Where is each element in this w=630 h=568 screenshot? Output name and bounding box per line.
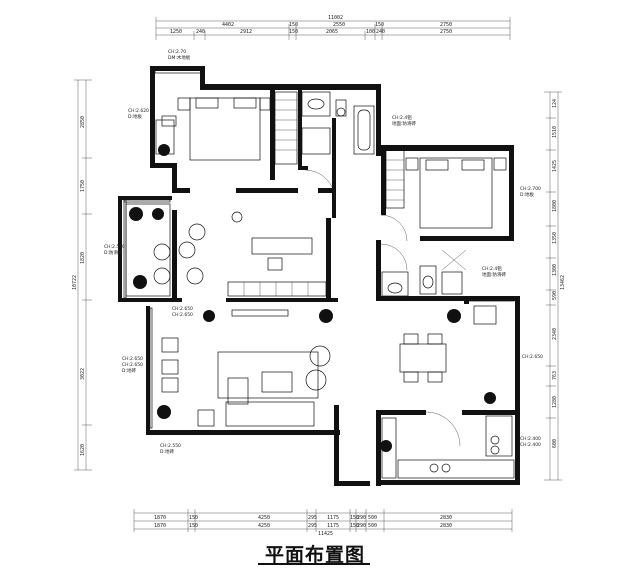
plant-icon bbox=[319, 309, 333, 323]
right-dimensions: 13462 124 1510 1425 1800 1350 1300 590 2… bbox=[544, 91, 566, 481]
dim-right-e: 1350 bbox=[552, 232, 558, 244]
note-living-1: CH:2.650 bbox=[122, 356, 143, 362]
dim-top-row2-h: 2750 bbox=[440, 29, 452, 35]
title-underline bbox=[258, 563, 370, 565]
note-dining-1: CH:2.650 bbox=[522, 354, 543, 360]
note-living-left-2: CH:2.650 bbox=[172, 312, 193, 318]
plant-icon bbox=[380, 440, 392, 452]
dim-bottom-row2-h: 500 bbox=[368, 523, 377, 529]
dim-left-total: 10722 bbox=[72, 275, 78, 290]
dim-right-a: 124 bbox=[552, 99, 558, 108]
dim-bottom-row1-i: 2830 bbox=[440, 515, 452, 521]
note-bedroom-a-1: CH:2.70 bbox=[168, 49, 186, 55]
dim-left-d: 3022 bbox=[80, 368, 86, 380]
plant-icon bbox=[129, 207, 143, 221]
dim-left-b: 1750 bbox=[80, 180, 86, 192]
note-kitchen-2: CH:2.400 bbox=[520, 442, 541, 448]
plant-icon bbox=[152, 208, 164, 220]
dim-bottom-row2-b: 150 bbox=[189, 523, 198, 529]
note-bath-a-1: CH:2.4铝 bbox=[392, 114, 412, 121]
dim-top-row2-a: 1250 bbox=[170, 29, 182, 35]
dim-top-row1-b: 150 bbox=[289, 22, 298, 28]
dim-right-f: 1300 bbox=[552, 264, 558, 276]
note-kitchen-1: CH:2.400 bbox=[520, 436, 541, 442]
note-living-left-1: CH:2.650 bbox=[172, 306, 193, 312]
dim-right-total: 13462 bbox=[560, 275, 566, 290]
dim-bottom-row2-d: 295 bbox=[308, 523, 317, 529]
dim-bottom-row2-e: 1175 bbox=[327, 523, 339, 529]
note-bath-b-2: 地面:防滑砖 bbox=[482, 271, 507, 278]
dim-left-c: 1820 bbox=[80, 252, 86, 264]
plants bbox=[129, 144, 496, 452]
top-dimensions: 11002 4402 150 2550 150 2750 1250 240 29… bbox=[155, 15, 511, 40]
dim-right-d: 1800 bbox=[552, 200, 558, 212]
note-bedroom-c-1: CH:2.700 bbox=[520, 186, 541, 192]
plant-icon bbox=[157, 405, 171, 419]
dim-bottom-row1-c: 4250 bbox=[258, 515, 270, 521]
dim-bottom-row1-h: 500 bbox=[368, 515, 377, 521]
dim-top-row1-c: 2550 bbox=[333, 22, 345, 28]
dim-right-j: 1280 bbox=[552, 396, 558, 408]
dim-right-k: 600 bbox=[552, 439, 558, 448]
left-dimensions: 10722 2850 1750 1820 3022 1620 bbox=[72, 79, 92, 471]
dim-top-row2-c: 2912 bbox=[240, 29, 252, 35]
dim-bottom-row2-i: 2830 bbox=[440, 523, 452, 529]
dim-bottom-row1-d: 295 bbox=[308, 515, 317, 521]
dim-right-b: 1510 bbox=[552, 126, 558, 138]
dim-bottom-row1-b: 150 bbox=[189, 515, 198, 521]
dim-top-row1-a: 4402 bbox=[222, 22, 234, 28]
dim-top-row2-d: 150 bbox=[289, 29, 298, 35]
walls bbox=[118, 66, 520, 486]
dim-top-row2-f: 100 bbox=[366, 29, 375, 35]
fixtures bbox=[123, 69, 519, 479]
dim-bottom-row2-f: 150 bbox=[350, 523, 359, 529]
dim-top-row1-e: 2750 bbox=[440, 22, 452, 28]
dim-bottom-row1-f: 150 bbox=[350, 515, 359, 521]
plant-icon bbox=[447, 309, 461, 323]
dim-bottom-total: 11425 bbox=[318, 531, 333, 537]
dim-bottom-row1-a: 1870 bbox=[154, 515, 166, 521]
dim-bottom-row1-e: 1175 bbox=[327, 515, 339, 521]
note-bedroom-c-2: D:地板 bbox=[520, 191, 534, 198]
note-front-2: D:地砖 bbox=[160, 448, 174, 455]
dim-bottom-row2-c: 4250 bbox=[258, 523, 270, 529]
plant-icon bbox=[158, 144, 170, 156]
note-bedroom-a-2: DM:木地板 bbox=[168, 54, 191, 61]
note-balcony-1: CH:2.550 bbox=[104, 244, 125, 250]
dim-right-c: 1425 bbox=[552, 160, 558, 172]
note-front-1: CH:2.550 bbox=[160, 443, 181, 449]
note-living-3: D:地砖 bbox=[122, 367, 136, 374]
note-bath-b-1: CH:2.4铝 bbox=[482, 265, 502, 272]
dim-top-row2-g: 240 bbox=[376, 29, 385, 35]
note-bedroom-b-2: D:地板 bbox=[128, 113, 142, 120]
note-bath-a-2: 地面:防滑砖 bbox=[392, 120, 417, 127]
note-bedroom-b-1: CH:2.620 bbox=[128, 108, 149, 114]
dim-top-row2-e: 2065 bbox=[326, 29, 338, 35]
dim-bottom-row2-a: 1870 bbox=[154, 523, 166, 529]
dim-top-row2-b: 240 bbox=[196, 29, 205, 35]
dim-top-total: 11002 bbox=[328, 15, 343, 21]
plant-icon bbox=[484, 392, 496, 404]
bottom-dimensions: 1870 150 4250 295 1175 150 290 500 2830 … bbox=[133, 509, 513, 537]
dim-left-a: 2850 bbox=[80, 116, 86, 128]
dim-right-i: 763 bbox=[552, 371, 558, 380]
dim-right-h: 2340 bbox=[552, 328, 558, 340]
note-living-2: CH:2.650 bbox=[122, 362, 143, 368]
room-notes: CH:2.70 DM:木地板 CH:2.620 D:地板 CH:2.4铝 地面:… bbox=[104, 49, 543, 455]
plant-icon bbox=[133, 275, 147, 289]
dim-bottom-row2-g: 290 bbox=[357, 523, 366, 529]
dim-bottom-row1-g: 290 bbox=[357, 515, 366, 521]
dim-right-g: 590 bbox=[552, 291, 558, 300]
dim-left-e: 1620 bbox=[80, 444, 86, 456]
plant-icon bbox=[203, 310, 215, 322]
note-balcony-2: D:防滑砖 bbox=[104, 249, 123, 256]
page-title: 平面布置图 bbox=[264, 544, 365, 566]
dim-top-row1-d: 150 bbox=[375, 22, 384, 28]
